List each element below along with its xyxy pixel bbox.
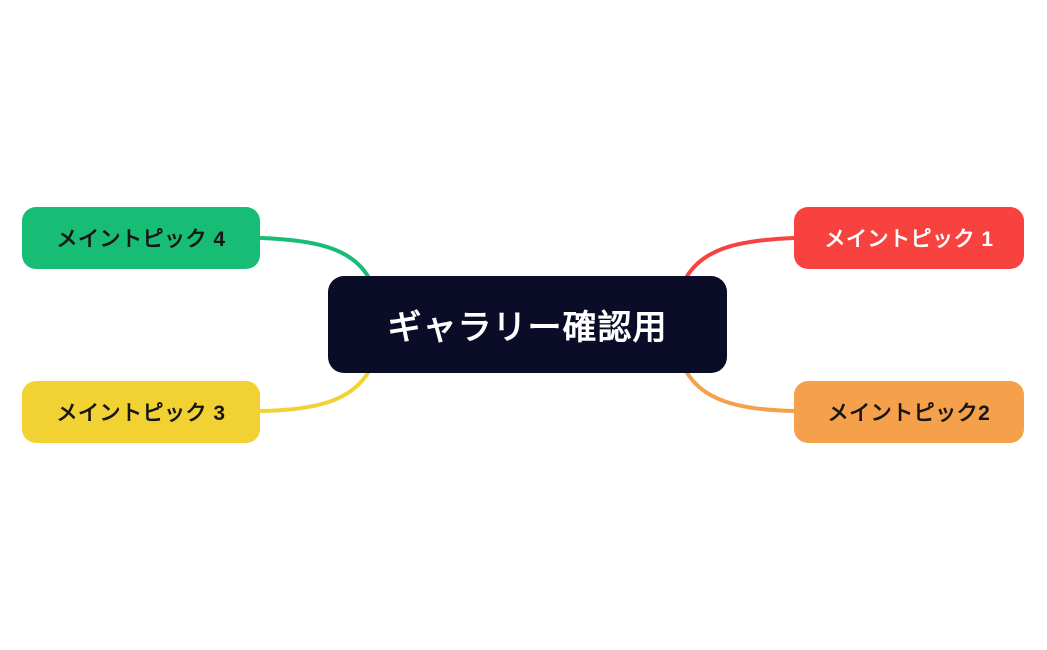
connector-topic-4 <box>259 236 371 280</box>
topic-label-1: メイントピック 1 <box>824 228 994 251</box>
topic-label-4: メイントピック 4 <box>56 228 226 251</box>
topic-node-2[interactable]: メイントピック2 <box>794 381 1024 443</box>
topic-node-1[interactable]: メイントピック 1 <box>794 207 1024 269</box>
central-topic-label: ギャラリー確認用 <box>387 309 668 347</box>
topic-node-4[interactable]: メイントピック 4 <box>22 207 260 269</box>
connector-topic-2 <box>684 369 797 413</box>
topic-label-3: メイントピック 3 <box>56 402 226 425</box>
topic-node-3[interactable]: メイントピック 3 <box>22 381 260 443</box>
connector-topic-1 <box>684 236 797 280</box>
topic-label-2: メイントピック2 <box>827 402 991 425</box>
central-topic-node[interactable]: ギャラリー確認用 <box>328 276 727 373</box>
connector-topic-3 <box>259 369 371 413</box>
